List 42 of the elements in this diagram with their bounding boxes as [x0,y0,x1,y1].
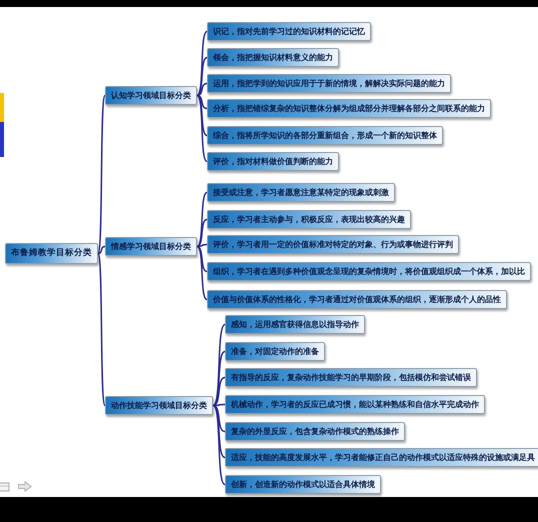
branch-line [196,30,208,96]
branch-line [196,94,208,162]
branch-line [196,94,208,136]
subtopic: 反应，学习者主动参与，积极反应，表现出较高的兴趣 [207,210,411,229]
branch-line [196,218,208,248]
branch-line [212,324,226,406]
central-topic: 布鲁姆教学目标分类 [5,243,98,264]
branch-line [212,404,226,458]
branch-line [97,95,106,254]
branch-line [196,246,208,300]
subtopic: 组织，学习者在遇到多种价值观念呈现的复杂情境时，将价值观组织成一个体系，加以比 [207,262,531,281]
branch-topic: 动作技能学习领域目标分类 [105,396,213,415]
subtopic: 运用，指把学到的知识应用于于新的情境，解解决实际问题的能力 [207,74,451,93]
subtopic: 有指导的反应，复杂动作技能学习的早期阶段，包括模仿和尝试错误 [225,368,477,387]
subtopic: 领会，指把握知识材料意义的能力 [207,48,339,67]
subtopic: 创新，创造新的动作模式以适合具体情境 [225,475,381,494]
branch-line [98,246,106,254]
branch-line [196,192,208,248]
subtopic: 评价，指对材料做价值判断的能力 [207,152,339,171]
branch-topic: 认知学习领域目标分类 [105,86,197,105]
subtopic: 分析，指把错综复杂的知识整体分解为组成部分并理解各部分之间联系的能力 [207,99,491,118]
branch-line [196,82,208,96]
subtopic: 识记，指对先前学习过的知识材料的记记忆 [207,22,371,41]
subtopic: 接受或注意，学习者愿意注意某特定的现象或刺激 [207,183,395,202]
branch-line [213,404,225,406]
subtopic: 准备，对固定动作的准备 [225,342,325,361]
branch-line [97,253,106,406]
subtopic: 价值与价值体系的性格化，学习者通过对价值观体系的组织，逐渐形成个人的品性 [207,290,507,309]
subtopic: 综合，指将所学知识的各部分重新组合，形成一个新的知识整体 [207,126,443,145]
branch-line [196,94,208,110]
branch-line [196,56,208,96]
branch-line [212,404,226,486]
branch-line [196,244,208,248]
subtopic: 评价，学习者用一定的价值标准对特定的对象、行为或事物进行评判 [207,235,459,254]
subtopic: 感知，运用感官获得信息以指导动作 [225,315,365,334]
branch-line [212,376,226,406]
branch-line [212,404,226,432]
subtopic: 适应，技能的高度发展水平，学习者能修正自己的动作模式以适应特殊的设施或满足具 [225,448,538,467]
branch-topic: 情感学习领域目标分类 [105,237,197,256]
subtopic: 机械动作，学习者的反应已成习惯，能以某种熟练和自信水平完成动作 [225,395,485,414]
branch-line [196,246,208,272]
subtopic: 复杂的外显反应，包含复杂动作模式的熟练操作 [225,422,405,441]
